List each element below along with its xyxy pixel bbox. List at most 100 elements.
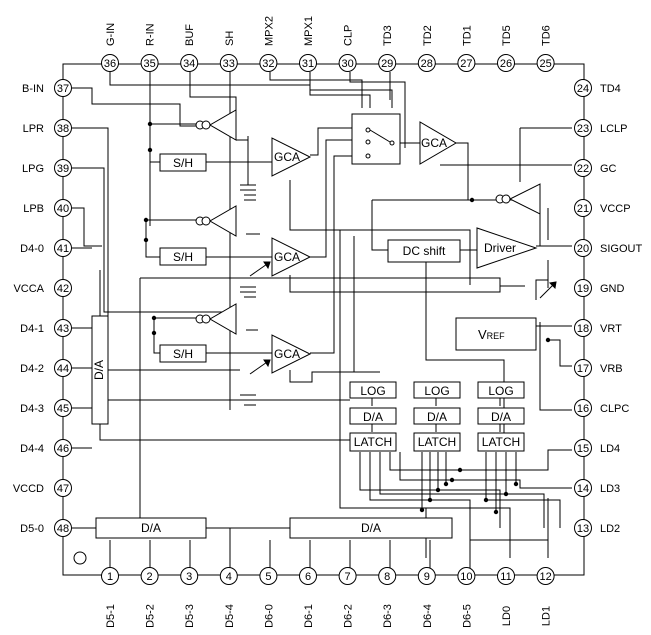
latch-label-3: LATCH [482,435,520,449]
pin-label: LD0 [501,606,513,626]
pin-number: 38 [57,123,69,135]
pin-number: 44 [57,363,69,375]
pin-number: 31 [302,58,314,70]
pin-2: 2D5-2 [140,567,159,628]
pin-1: 1D5-1 [101,567,119,628]
pin-number: 32 [262,58,274,70]
da-label-3: D/A [491,410,511,424]
pin-label: GND [600,283,625,295]
pin-label: LCLP [600,123,628,135]
pin-number: 30 [341,58,353,70]
pin-label: D6-3 [382,604,394,628]
da-bottom-right-label: D/A [361,521,381,535]
log-da-latch-1: LOG D/A LATCH [349,381,397,452]
da-left-vertical [91,315,109,425]
pin-number: 42 [57,283,69,295]
driver-block: Driver [476,227,538,269]
pin-number: 14 [577,483,589,495]
latch-label-2: LATCH [418,435,456,449]
vref-label-sub: REF [487,331,506,341]
pin-number: 11 [500,571,511,583]
da-label-1: D/A [363,410,383,424]
pin-label: R-IN [145,23,157,46]
clamp-buffer-2 [195,205,237,237]
pin-label: D6-1 [303,604,315,628]
pin-label: SIGOUT [600,243,642,255]
pin-number: 47 [57,483,69,495]
gca-label-1: GCA [274,150,300,164]
gca-label-3: GCA [274,347,300,361]
sh-label-2: S/H [173,250,193,264]
vref-label: VREF [478,327,505,342]
pin-number: 46 [57,443,69,455]
pin-number: 33 [223,58,235,70]
wiring [72,72,572,568]
log-da-latch-2: LOG D/A LATCH [413,381,461,452]
pin-label: LD4 [600,443,620,455]
pin-42: 42 VCCA [13,279,72,297]
pin-label: D6-5 [461,604,473,628]
pin-number: 13 [577,523,589,535]
pin-9: 9D6-4 [417,567,436,628]
pin-label: D6-0 [263,604,275,628]
pin-label: D4-4 [20,443,44,455]
pins-layer: 36G-IN35R-IN34BUF33SH32MPX231MPX130CLP29… [13,16,643,628]
pin-label: TD2 [422,25,434,46]
vref-label-main: V [478,327,487,342]
pin-label: LD2 [600,523,620,535]
pin-7: 7D6-2 [338,567,357,628]
pin-label: GC [600,163,617,175]
pin-label: D5-4 [224,604,236,628]
log-label-3: LOG [488,384,513,398]
pin-number: 16 [577,403,589,415]
gca-label-main: GCA [421,136,447,150]
pin-number: 45 [57,403,69,415]
da-label-2: D/A [427,410,447,424]
var-resistors [249,261,557,375]
gca-3: GCA [271,334,312,374]
pin-label: VCCP [600,203,631,215]
da-bottom-left [95,517,207,539]
pin-label: TD1 [461,25,473,46]
pin1-marker [73,551,87,565]
pin-3: 3D5-3 [180,567,199,628]
pin-label: D6-4 [422,604,434,628]
pin-28: 28 TD2 [417,25,436,72]
ground-2 [240,286,256,298]
pin-number: 1 [107,571,113,583]
sh-box-3 [159,344,207,363]
mpx-switch [351,113,401,165]
pin-label: LPR [23,123,44,135]
pin-label: VCCD [13,483,44,495]
log-label-1: LOG [360,384,385,398]
pin-label: D5-1 [105,604,117,628]
pin-label: TD6 [541,25,553,46]
pin-number: 43 [57,323,69,335]
pin-47: 47 VCCD [13,479,72,497]
pin-label: MPX1 [303,16,315,46]
pin-label: VCCA [13,283,44,295]
pin-number: 36 [104,58,116,70]
pin-label: G-IN [105,23,117,46]
pin-label: VRB [600,363,623,375]
pin-number: 28 [421,58,433,70]
pin-number: 10 [460,571,472,583]
pin-46: 46 D4-4 [20,439,72,457]
dc-shift-label: DC shift [403,244,446,258]
sh-box-1 [159,153,207,172]
